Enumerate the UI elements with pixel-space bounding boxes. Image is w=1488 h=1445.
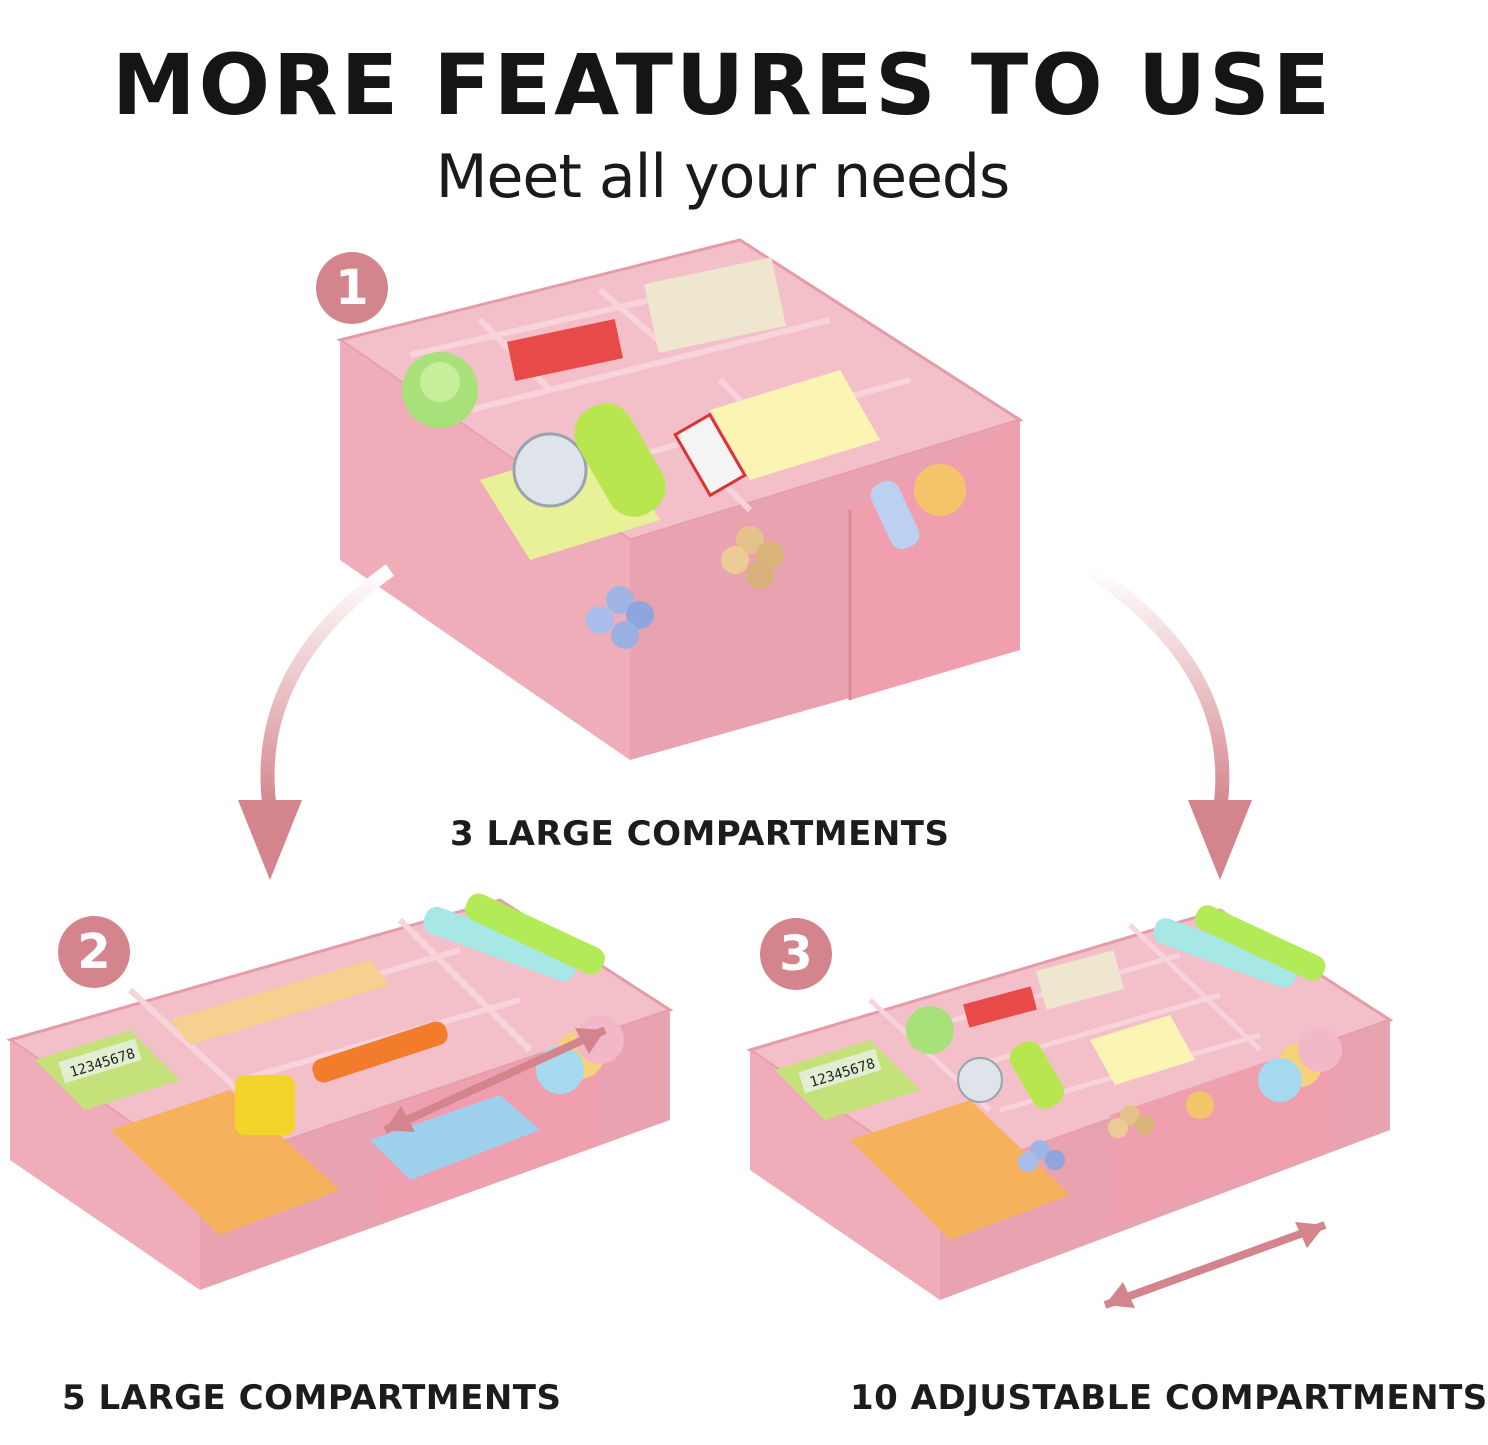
eraser [1009,1041,1065,1109]
double-arrow-icon [1103,1221,1327,1309]
tape-measure [235,1075,295,1135]
stamp-pad [644,257,786,353]
binder-clips-blue [1018,1140,1065,1172]
notebook [110,1090,340,1235]
organizer-tray-config-1 [336,238,1024,760]
notebook [850,1100,1070,1240]
curved-arrow-left-icon [238,564,395,880]
config-caption-2: 5 LARGE COMPARTMENTS [62,1378,562,1418]
page-title: MORE FEATURES TO USE [112,36,1333,134]
highlighters [423,906,577,982]
figurine [1186,1091,1214,1119]
config-caption-3: 10 ADJUSTABLE COMPARTMENTS [850,1378,1488,1418]
organizer-tray-config-3: 12345678 [746,905,1394,1300]
page-subtitle: Meet all your needs [435,142,1011,212]
eraser [574,403,666,517]
binder-clips-blue [586,586,654,649]
curved-arrow-right-icon [1086,564,1252,880]
sticky-notes [1090,1015,1195,1085]
succulent-plant [906,1006,954,1054]
pencils [170,960,390,1045]
organizer-tray-config-2: 12345678 [6,893,674,1290]
stamp-pad [1036,950,1124,1010]
index-cards [370,1095,540,1180]
figurine [914,464,966,516]
binder-clips-gold [721,526,784,589]
binder-clips-gold [1108,1105,1155,1138]
double-arrow-icon [383,1026,607,1134]
config-caption-1: 3 LARGE COMPARTMENTS [450,814,950,854]
config-number-badge-2: 2 [58,916,130,988]
markers [312,1021,448,1083]
config-number-badge-1: 1 [316,252,388,324]
config-number-badge-3: 3 [760,918,832,990]
highlighters [1153,918,1297,988]
